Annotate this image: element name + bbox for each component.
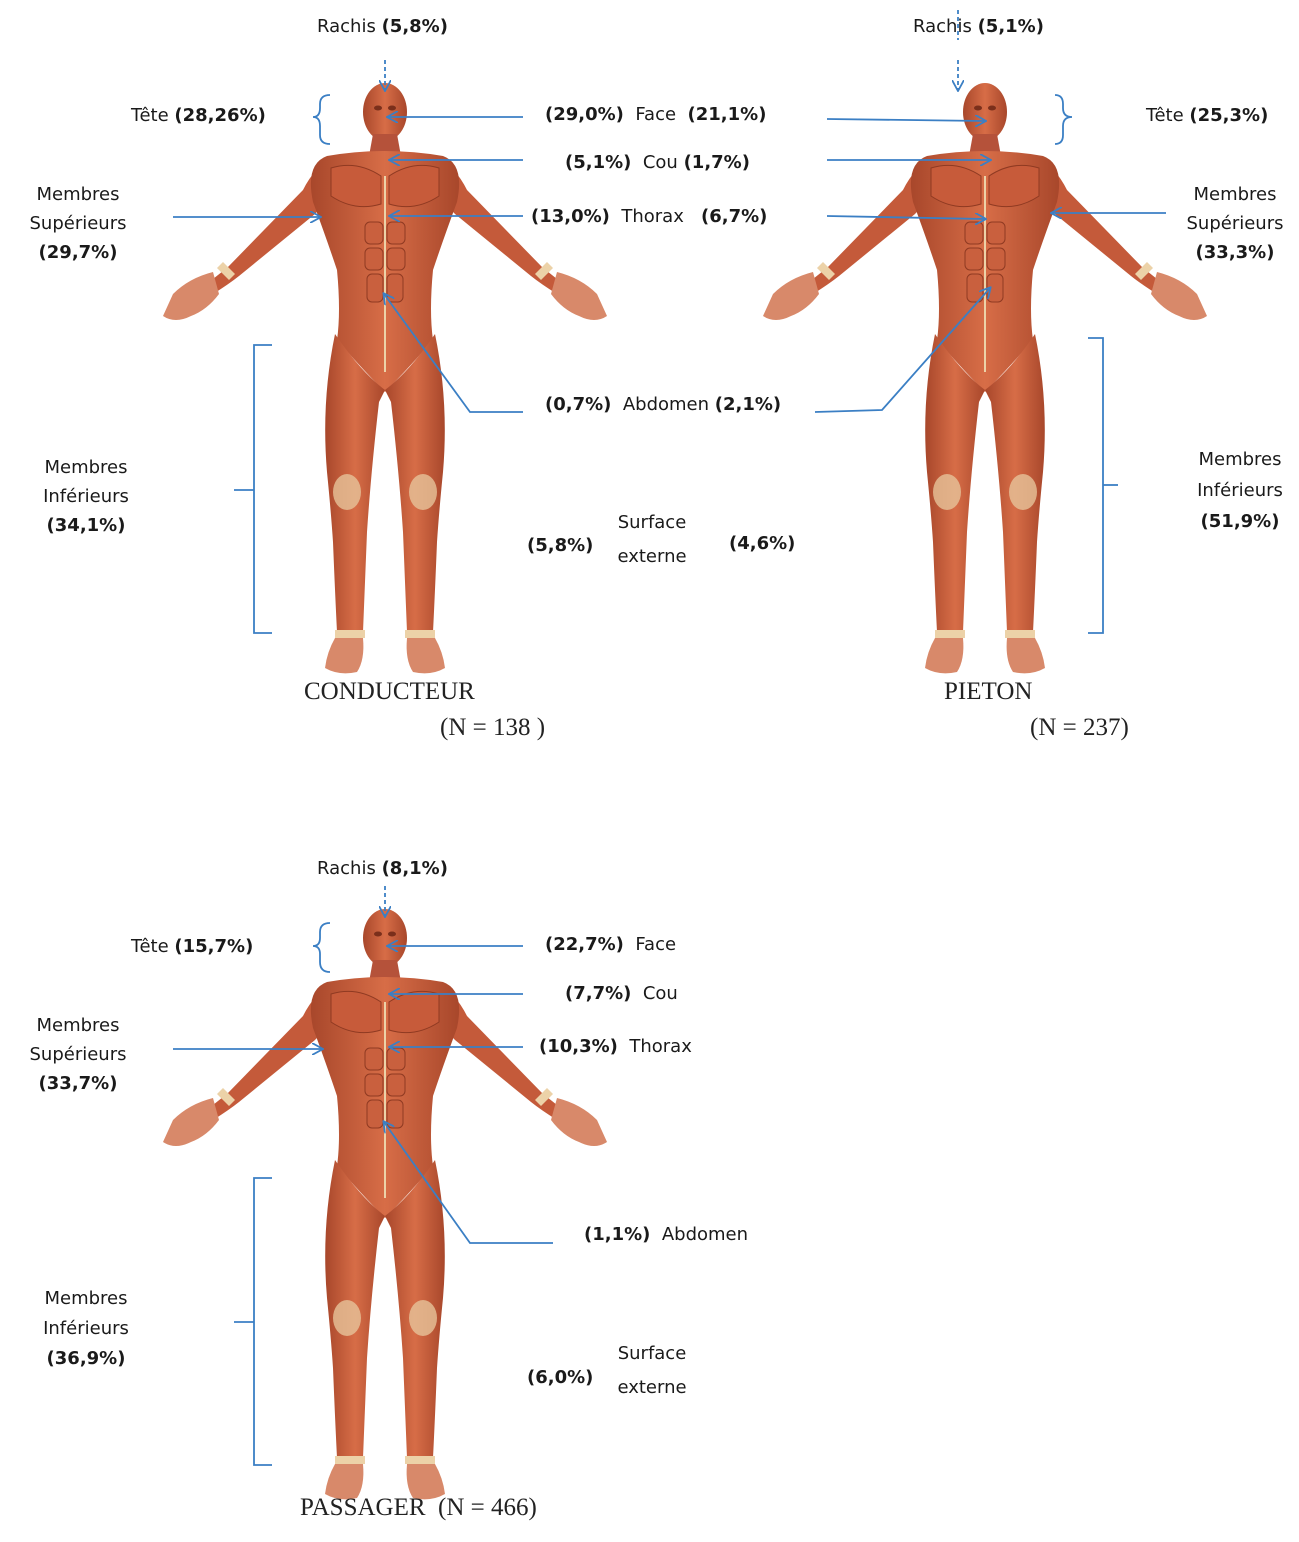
conducteur-surface-right-value: (4,6%) bbox=[729, 533, 795, 555]
pieton-membres-inferieurs-label: Membres Inférieurs (51,9%) bbox=[1180, 444, 1299, 537]
pieton-rachis-label: Rachis (5,1%) bbox=[913, 16, 1044, 38]
passager-membres-superieurs-label: Membres Supérieurs (33,7%) bbox=[8, 1011, 148, 1098]
conducteur-cou-label: (5,1%) Cou (1,7%) bbox=[565, 152, 750, 174]
conducteur-thorax-label: (13,0%) Thorax (6,7%) bbox=[531, 206, 767, 228]
pieton-membres-superieurs-label: Membres Supérieurs (33,3%) bbox=[1175, 180, 1295, 267]
conducteur-membres-superieurs-label: Membres Supérieurs (29,7%) bbox=[8, 180, 148, 267]
conducteur-count: (N = 138 ) bbox=[440, 714, 545, 742]
conducteur-face-label: (29,0%) Face (21,1%) bbox=[545, 104, 766, 126]
passager-rachis-label: Rachis (8,1%) bbox=[317, 858, 448, 880]
conducteur-tete-label: Tête (28,26%) bbox=[131, 105, 266, 127]
passager-body-figure bbox=[163, 909, 607, 1499]
passager-face-label: (22,7%) Face bbox=[545, 934, 676, 956]
conducteur-title: CONDUCTEUR bbox=[304, 678, 475, 706]
conducteur-surface-left-value: (5,8%) bbox=[527, 535, 593, 557]
passager-membres-inferieurs-label: Membres Inférieurs (36,9%) bbox=[16, 1284, 156, 1374]
passager-thorax-label: (10,3%) Thorax bbox=[539, 1036, 692, 1058]
conducteur-surface-label: Surface externe bbox=[612, 512, 692, 568]
conducteur-abdomen-label: (0,7%) Abdomen (2,1%) bbox=[545, 394, 781, 416]
pieton-body-figure bbox=[763, 83, 1207, 673]
pieton-title: PIETON bbox=[944, 678, 1032, 706]
passager-surface-value: (6,0%) bbox=[527, 1367, 593, 1389]
passager-tete-label: Tête (15,7%) bbox=[131, 936, 253, 958]
conducteur-rachis-label: Rachis (5,8%) bbox=[317, 16, 448, 38]
pieton-tete-label: Tête (25,3%) bbox=[1146, 105, 1268, 127]
conducteur-body-figure bbox=[163, 83, 607, 673]
pieton-count: (N = 237) bbox=[1030, 714, 1129, 742]
passager-surface-label: Surface externe bbox=[612, 1343, 692, 1399]
passager-title: PASSAGER (N = 466) bbox=[300, 1494, 537, 1522]
passager-cou-label: (7,7%) Cou bbox=[565, 983, 678, 1005]
passager-abdomen-label: (1,1%) Abdomen bbox=[584, 1224, 748, 1246]
conducteur-membres-inferieurs-label: Membres Inférieurs (34,1%) bbox=[16, 453, 156, 540]
